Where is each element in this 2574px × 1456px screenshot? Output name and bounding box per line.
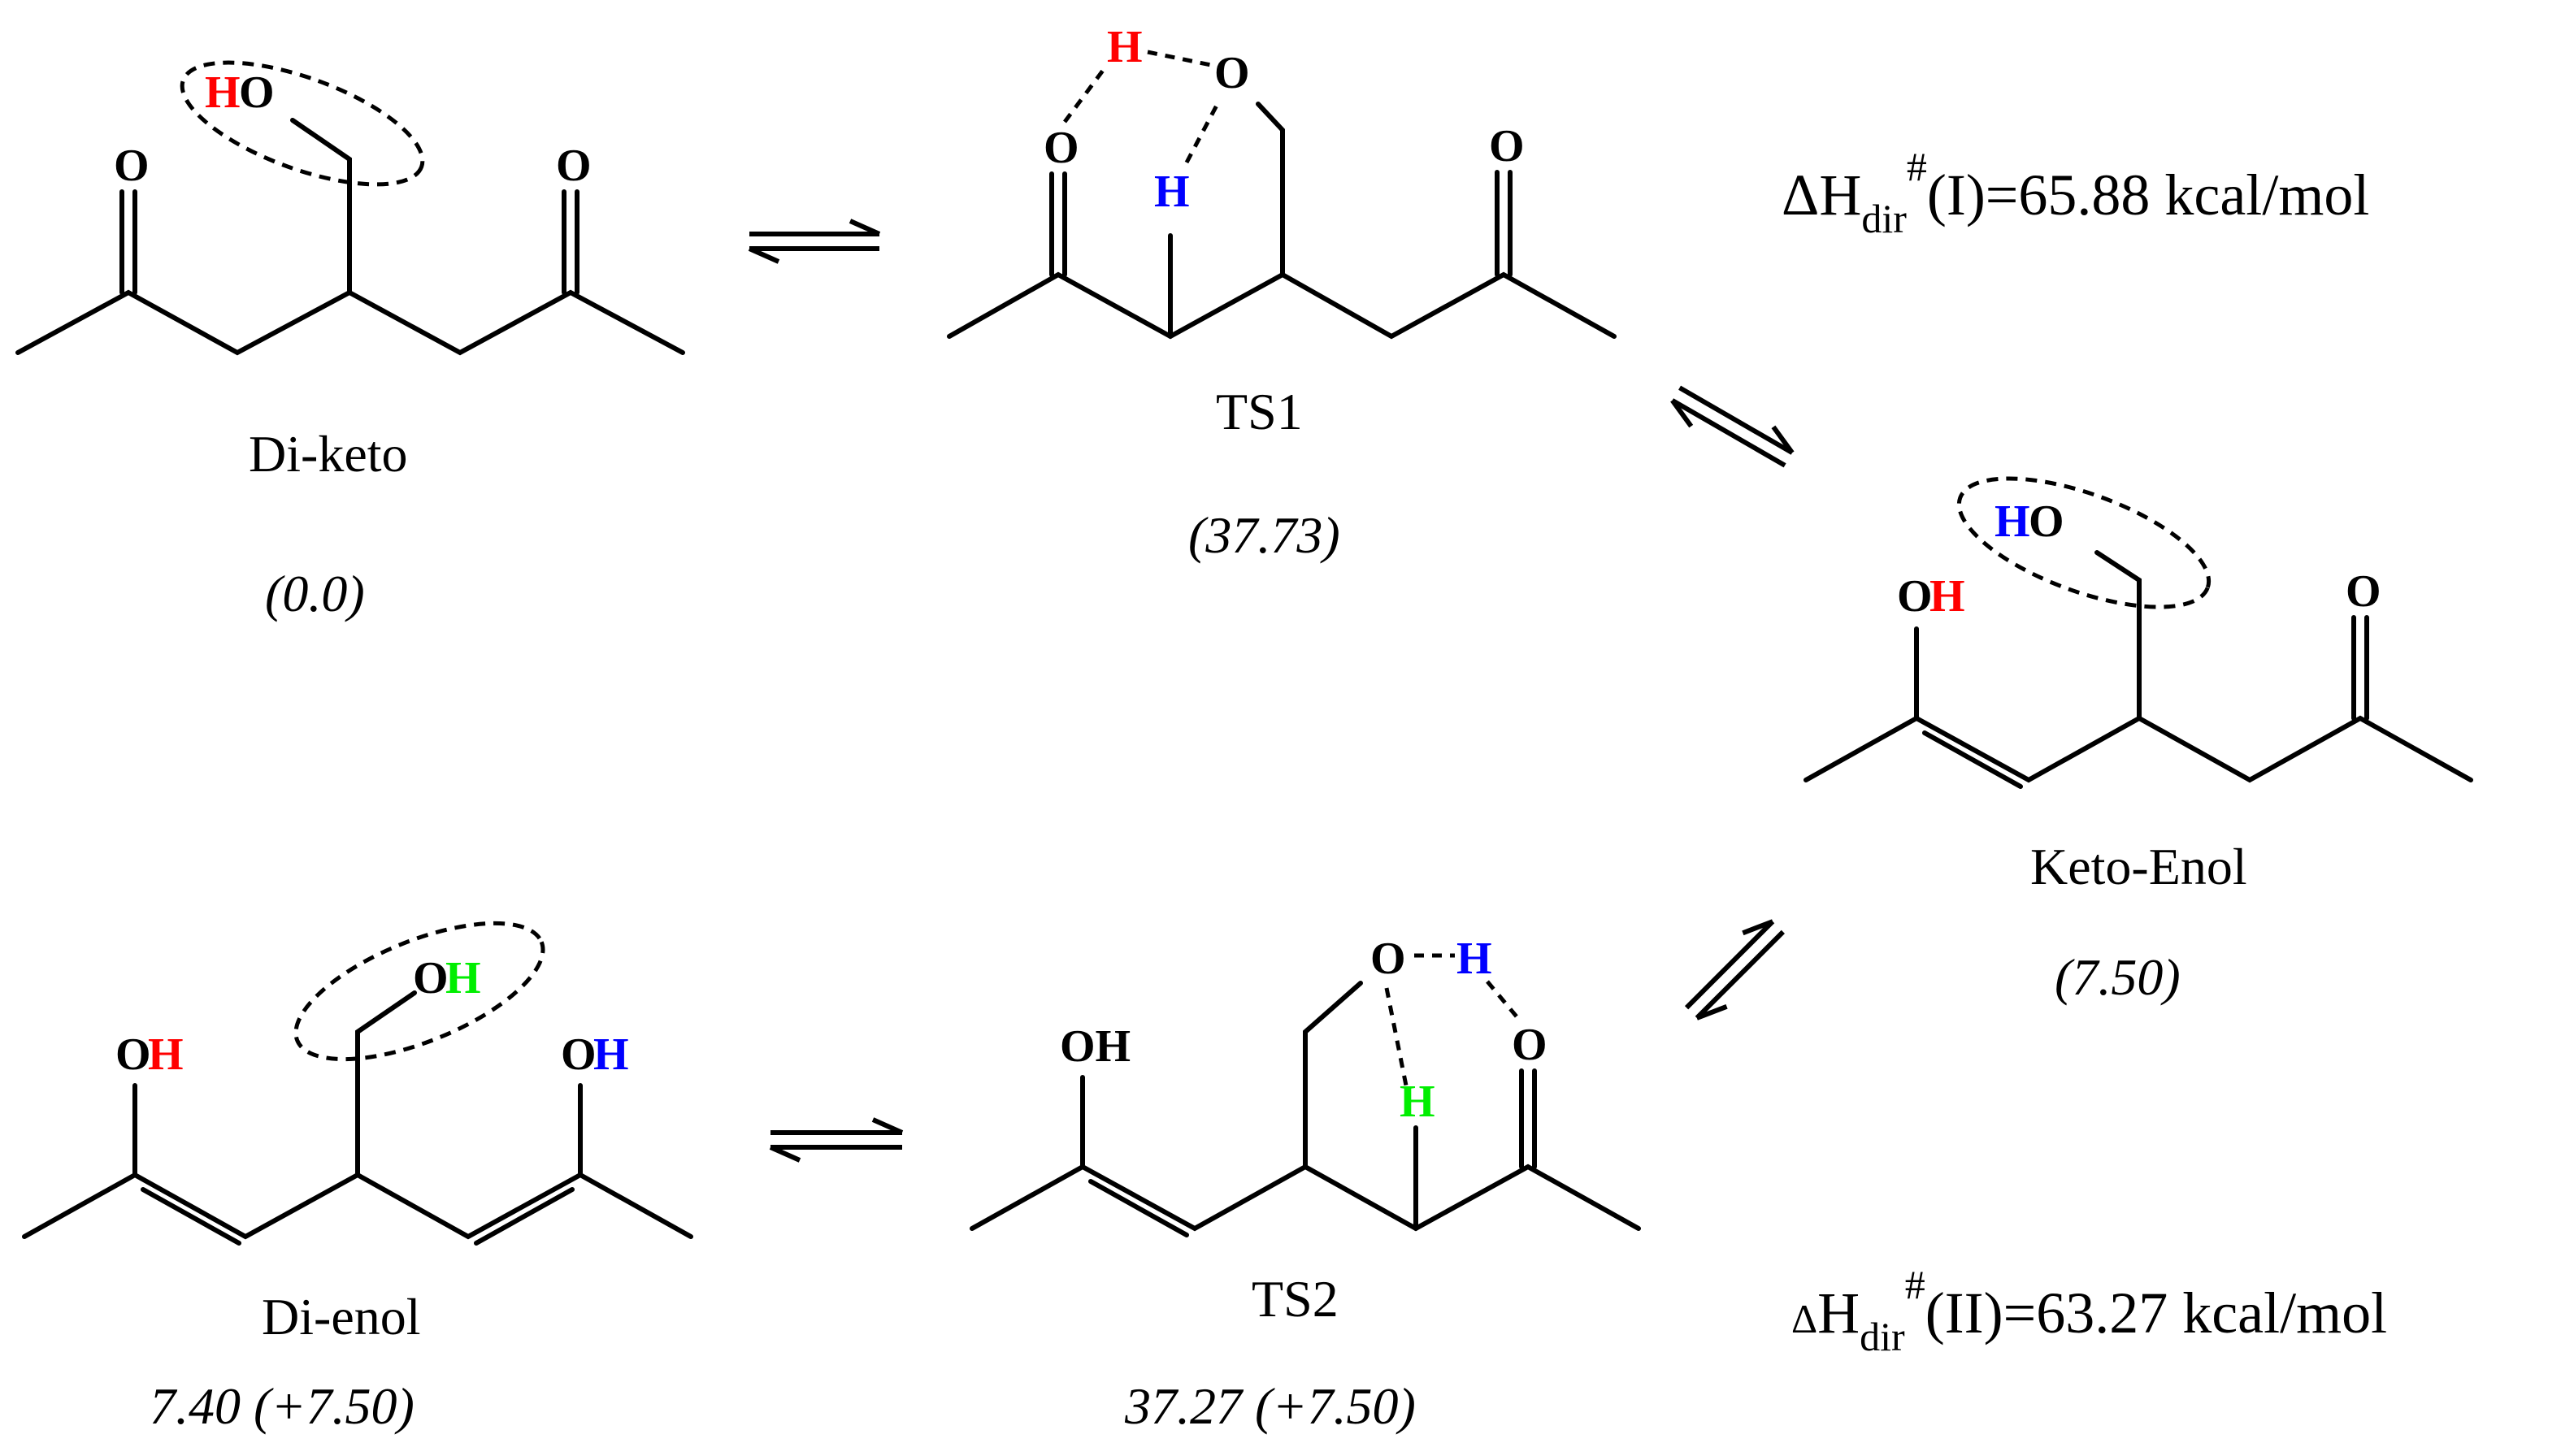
diketo-label: Di-keto — [249, 425, 408, 483]
ts2-carbonyl-o: O — [1512, 1020, 1547, 1070]
diketo-hydroxyl-h: H — [205, 67, 241, 118]
ts1-energy: (37.73) — [1188, 506, 1340, 564]
ts1-carbonyl-o-left: O — [1044, 123, 1079, 173]
dienol-enol-o-left: O — [115, 1029, 151, 1080]
ts2-transferring-h-green: H — [1400, 1077, 1435, 1127]
ts1-hydroxyl-o: O — [1214, 48, 1250, 98]
ketoenol-energy: (7.50) — [2055, 948, 2181, 1006]
ts2-enol-oh: OH — [1060, 1021, 1131, 1072]
diketo-carbonyl-o-left: O — [114, 141, 150, 191]
ts1-transferring-h-blue: H — [1154, 167, 1190, 217]
equilibrium-arrow-3 — [1684, 919, 1785, 1020]
ts1-carbonyl-o-right: O — [1489, 121, 1525, 171]
dienol-enol-h-right-blue: H — [593, 1029, 629, 1080]
dienol-structure: O H O H O H — [22, 921, 693, 1246]
diketo-structure: O O H O — [15, 60, 685, 356]
dienol-hydroxyl-h-green: H — [445, 953, 481, 1003]
equilibrium-arrow-2 — [1670, 385, 1795, 468]
ts1-label: TS1 — [1216, 383, 1303, 440]
ketoenol-structure: O H H O O — [1804, 476, 2473, 789]
ts2-label: TS2 — [1252, 1270, 1339, 1328]
diketo-hydroxyl-o: O — [239, 67, 275, 118]
dienol-energy: 7.40 (+7.50) — [150, 1377, 415, 1435]
dienol-enol-o-right: O — [561, 1029, 597, 1080]
ketoenol-enol-o: O — [1897, 571, 1933, 622]
ketoenol-hydroxyl-h-blue: H — [1995, 496, 2030, 547]
diketo-carbonyl-o-right: O — [556, 141, 592, 191]
ts1-structure: O H O H O — [947, 22, 1617, 340]
ts1-transferring-h-red: H — [1107, 22, 1143, 72]
ketoenol-carbonyl-o: O — [2346, 566, 2381, 617]
ts2-structure: OH O H O H — [970, 934, 1641, 1237]
dienol-hydroxyl-ellipse — [293, 921, 545, 1062]
equilibrium-arrow-1 — [748, 219, 881, 264]
dienol-enol-h-left-red: H — [148, 1029, 184, 1080]
ts2-energy: 37.27 (+7.50) — [1124, 1377, 1416, 1435]
ketoenol-hydroxyl-o: O — [2029, 496, 2064, 547]
enthalpy-barrier-1: ΔHdir#(I)=65.88 kcal/mol — [1782, 144, 2369, 241]
equilibrium-arrow-4 — [769, 1117, 904, 1163]
enthalpy-barrier-2: ΔHdir#(II)=63.27 kcal/mol — [1791, 1262, 2387, 1359]
ketoenol-hydroxyl-ellipse — [1956, 476, 2212, 609]
ketoenol-enol-h-red: H — [1929, 571, 1965, 622]
dienol-label: Di-enol — [262, 1288, 421, 1346]
ts2-transferring-h-blue: H — [1456, 934, 1492, 984]
dienol-hydroxyl-o: O — [413, 953, 449, 1003]
ts2-hydroxyl-o: O — [1370, 934, 1406, 984]
diketo-energy: (0.0) — [265, 565, 365, 622]
diketo-hydroxyl-ellipse — [180, 60, 425, 187]
ketoenol-label: Keto-Enol — [2030, 838, 2247, 895]
